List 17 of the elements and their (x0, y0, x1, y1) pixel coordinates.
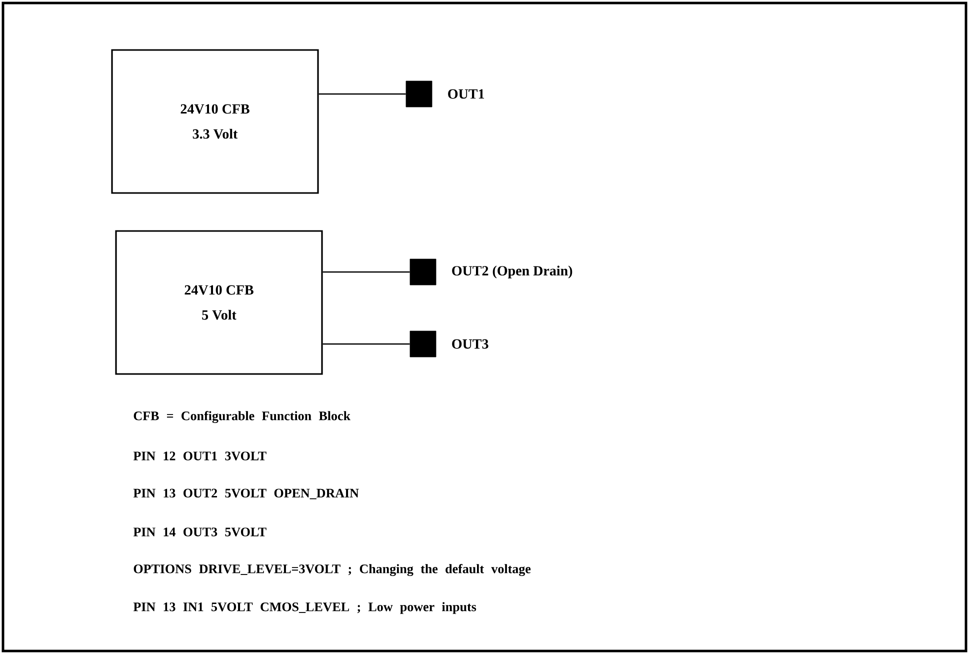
pin-square (410, 330, 436, 358)
block-box: 24V10 CFB 3.3 Volt (111, 49, 319, 194)
wire (322, 271, 410, 273)
pin-label: OUT3 (452, 339, 488, 349)
wire (322, 343, 410, 345)
code-line: PIN 14 OUT3 5VOLT (133, 528, 266, 536)
code-line: PIN 13 IN1 5VOLT CMOS_LEVEL ; Low power inputs (133, 602, 476, 614)
block-box: 24V10 CFB 5 Volt (115, 230, 323, 375)
pin-square (410, 258, 436, 286)
code-line: OPTIONS DRIVE_LEVEL=3VOLT ; Changing the default voltage (134, 564, 531, 576)
pin-label: OUT1 (448, 89, 484, 99)
pin-square (406, 80, 432, 108)
code-line: CFB = Configurable Function Block (134, 410, 350, 423)
code-line: PIN 12 OUT1 3VOLT (133, 452, 266, 460)
pin-label: OUT2 (Open Drain) (452, 266, 572, 278)
code-line: PIN 13 OUT2 5VOLT OPEN_DRAIN (133, 488, 359, 500)
wire (318, 93, 406, 95)
